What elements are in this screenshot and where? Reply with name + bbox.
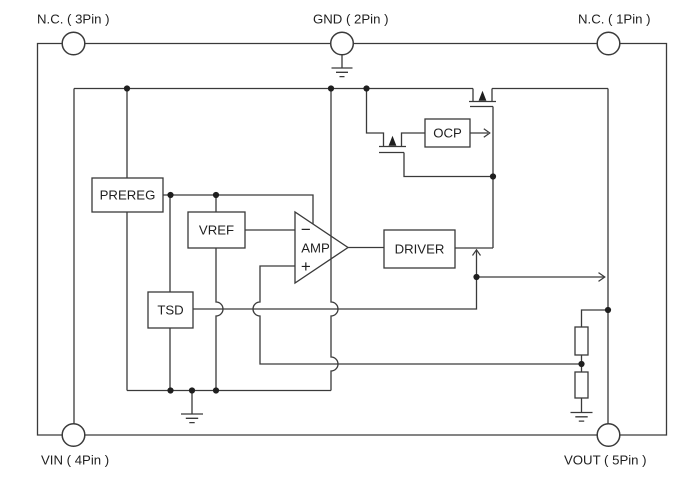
prereg-block: PREREG <box>91 177 164 213</box>
sense-mosfet-body-arrow <box>388 135 397 146</box>
arrow-right-ocp-icon <box>483 128 491 138</box>
arrow-up-icon <box>472 248 481 256</box>
amp-block: − + AMP <box>294 210 350 285</box>
pin-circle-nc1 <box>596 31 621 56</box>
junction-dot <box>167 191 174 199</box>
pin-nc1: N.C. ( 1Pin ) <box>578 12 651 56</box>
amp-triangle <box>294 210 350 285</box>
wire-tsd-output <box>193 250 478 310</box>
driver-box <box>383 229 456 269</box>
tsd-label: TSD <box>157 303 183 318</box>
junction-dot <box>604 306 612 314</box>
driver-label: DRIVER <box>395 242 445 257</box>
junction-dot <box>212 387 220 394</box>
pin-circle-gnd <box>329 31 355 56</box>
vref-label: VREF <box>199 223 234 238</box>
pin-label-gnd: GND ( 2Pin ) <box>313 12 388 27</box>
prereg-label: PREREG <box>100 188 156 203</box>
tsd-block: TSD <box>147 291 194 329</box>
internal-ground-icon <box>181 390 203 424</box>
wire-feedback-to-amp-plus <box>252 265 582 365</box>
pin-vin: VIN ( 4Pin ) <box>41 422 109 468</box>
tsd-box <box>147 291 194 329</box>
sense-mosfet-source-lead <box>400 132 425 147</box>
ground-bars <box>570 411 593 422</box>
ocp-label: OCP <box>433 126 462 141</box>
pin-label-nc3: N.C. ( 3Pin ) <box>37 12 110 27</box>
pin-label-vin: VIN ( 4Pin ) <box>41 453 109 468</box>
arrow-right-vout-icon <box>598 272 606 282</box>
pass-mosfet-plates <box>469 100 496 108</box>
pin-circle-vout <box>596 422 621 448</box>
ground-bars <box>331 67 353 78</box>
prereg-box <box>91 177 164 213</box>
junction-dot <box>167 387 174 394</box>
wire-divider-top <box>580 309 608 327</box>
vref-box <box>187 211 246 249</box>
ocp-block: OCP <box>424 118 471 148</box>
pin-gnd: GND ( 2Pin ) <box>313 12 388 56</box>
amp-label: AMP <box>301 241 330 256</box>
ground-bars <box>181 413 203 424</box>
resistor-r2 <box>574 371 589 399</box>
pin-vout: VOUT ( 5Pin ) <box>564 422 647 468</box>
wires <box>73 87 609 424</box>
vref-block: VREF <box>187 211 246 249</box>
junction-dot <box>473 273 480 281</box>
junction-dot <box>363 85 370 92</box>
wire-gnd-drop <box>330 88 339 391</box>
sense-mosfet-drain-lead <box>365 88 385 147</box>
sense-mosfet-plates <box>379 145 406 154</box>
wire-sense-gate-link <box>403 152 493 178</box>
junction-dot <box>578 360 585 368</box>
junction-dot <box>188 387 196 394</box>
ocp-box <box>424 118 471 148</box>
pin-label-vout: VOUT ( 5Pin ) <box>564 453 647 468</box>
sense-mosfet-icon <box>365 88 425 154</box>
pin-circle-vin <box>61 422 86 448</box>
junction-dots <box>123 85 612 394</box>
junction-dot <box>212 191 220 199</box>
divider-ground-icon <box>570 411 593 422</box>
amp-plus-icon: + <box>301 257 311 276</box>
pass-mosfet-icon <box>469 88 496 108</box>
gnd-pin-ground-icon <box>331 55 353 78</box>
junction-dot <box>327 85 335 92</box>
junction-dot <box>489 173 497 180</box>
resistor-r1 <box>574 326 589 356</box>
amp-minus-icon: − <box>301 220 311 239</box>
arrows <box>472 128 606 282</box>
driver-block: DRIVER <box>383 229 456 269</box>
wire-vref-bottom <box>215 248 224 391</box>
pin-nc3: N.C. ( 3Pin ) <box>37 12 110 56</box>
chip-border <box>36 42 668 436</box>
junction-dot <box>123 85 131 92</box>
pass-mosfet-body-arrow <box>478 90 487 101</box>
pin-label-nc1: N.C. ( 1Pin ) <box>578 12 651 27</box>
pin-circle-nc3 <box>61 31 86 56</box>
